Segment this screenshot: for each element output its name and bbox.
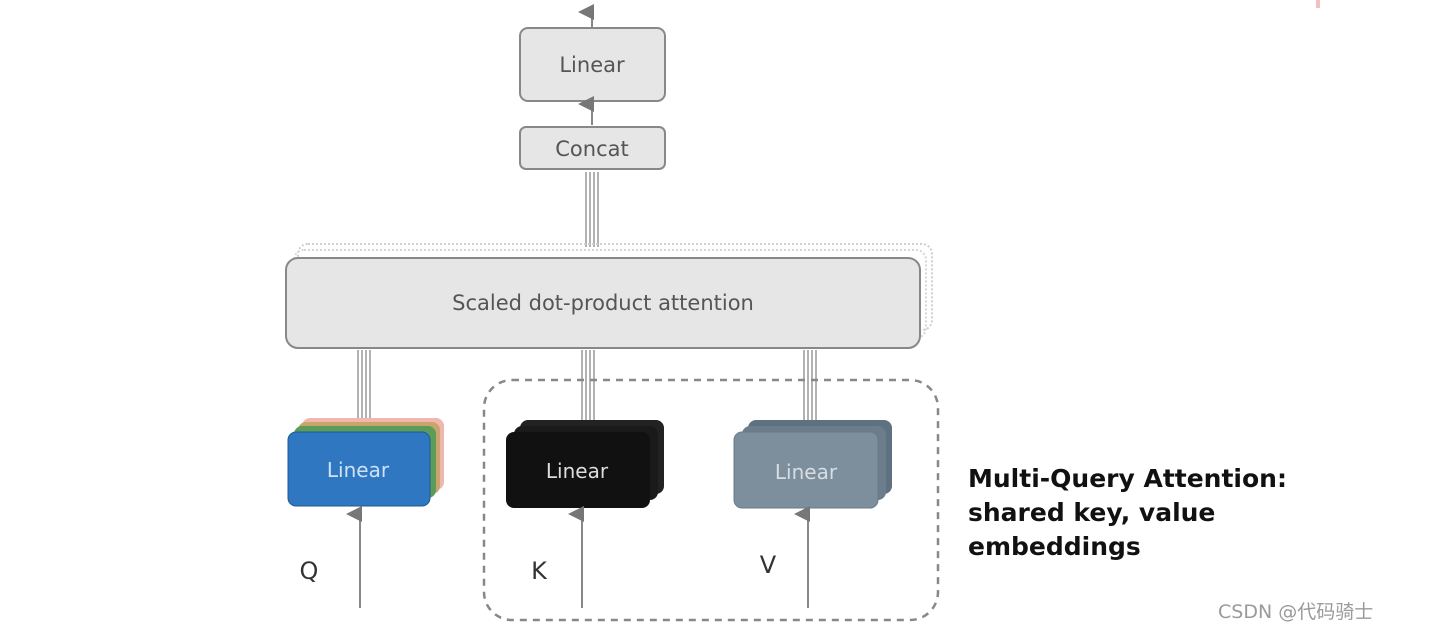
caption-line-3: embeddings [968, 532, 1141, 561]
caption-line-2: shared key, value [968, 498, 1216, 527]
caption-line-1: Multi-Query Attention: [968, 464, 1287, 493]
k-linear-box: Linear [506, 420, 664, 508]
multi-query-caption: Multi-Query Attention: shared key, value… [968, 462, 1308, 564]
attention-to-concat-lines [585, 172, 599, 247]
v-linear-box: Linear [733, 420, 892, 509]
attention-box: Scaled dot-product attention [285, 257, 921, 349]
k-linear-label: Linear [546, 459, 609, 483]
v-linear-label: Linear [775, 460, 838, 484]
v-input-label: V [760, 551, 777, 579]
q-input-label: Q [300, 557, 319, 585]
concat-label: Concat [555, 137, 628, 161]
shared-kv-dashed-group [482, 378, 940, 622]
concat-box: Concat [519, 126, 666, 170]
q-linear-label: Linear [327, 458, 390, 482]
output-linear-box: Linear [519, 27, 666, 102]
q-to-attention-lines [357, 350, 371, 420]
csdn-watermark: CSDN @代码骑士 [1218, 601, 1374, 623]
corner-mark [1316, 0, 1320, 8]
attention-label: Scaled dot-product attention [452, 291, 754, 315]
v-to-attention-lines [803, 350, 817, 420]
output-linear-label: Linear [559, 53, 625, 77]
q-linear-box: Linear [287, 418, 444, 507]
k-input-label: K [531, 557, 548, 585]
k-to-attention-lines [581, 350, 595, 420]
